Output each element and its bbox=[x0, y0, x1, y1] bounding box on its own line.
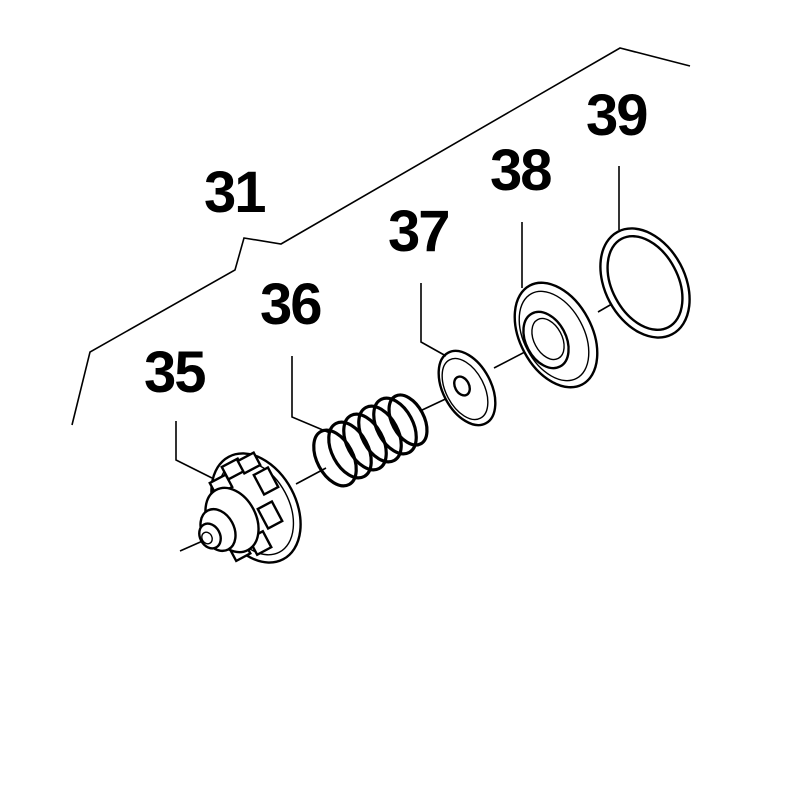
leader-35 bbox=[175, 421, 213, 479]
leader-36 bbox=[291, 356, 331, 434]
part-35-valve-body bbox=[198, 450, 302, 564]
part-37-washer bbox=[437, 349, 497, 427]
label-group-31: 31 bbox=[204, 160, 265, 225]
leader-lines bbox=[175, 166, 620, 479]
label-part-37: 37 bbox=[388, 199, 449, 264]
part-39-o-ring bbox=[599, 227, 691, 339]
leader-37 bbox=[420, 283, 447, 357]
group-bracket-31 bbox=[71, 47, 691, 426]
label-part-39: 39 bbox=[586, 83, 647, 148]
label-part-35: 35 bbox=[144, 340, 205, 405]
label-part-36: 36 bbox=[260, 272, 321, 337]
label-part-38: 38 bbox=[490, 138, 551, 203]
part-38-seal bbox=[513, 281, 599, 389]
part-36-spring bbox=[312, 393, 429, 488]
part-labels: 31 35 36 37 38 39 bbox=[144, 83, 649, 405]
